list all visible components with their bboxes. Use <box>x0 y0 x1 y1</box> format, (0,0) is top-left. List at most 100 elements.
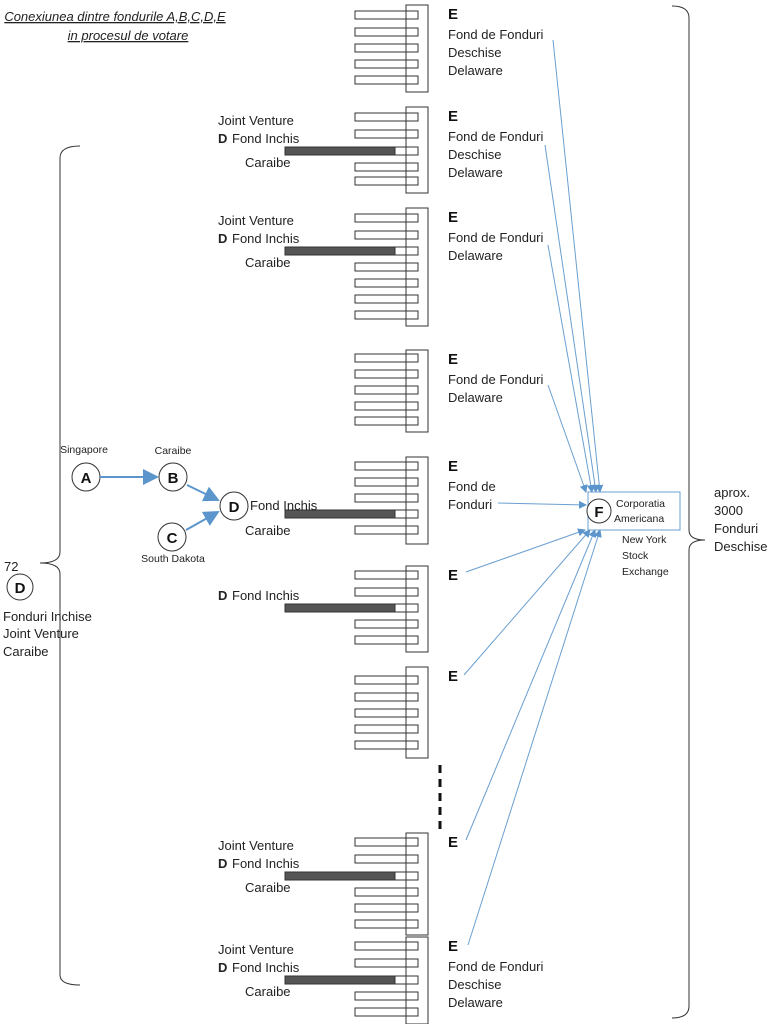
fund-e-letter: E <box>448 567 458 584</box>
joint-venture-label: Joint Venture <box>218 942 294 957</box>
fund-e-label: Delaware <box>448 63 503 78</box>
left-brace <box>39 145 81 986</box>
fund-d-label: Fond Inchis <box>232 960 300 975</box>
vote-arrow-e-to-f <box>465 529 597 841</box>
fund-bar <box>354 75 419 85</box>
fund-d-letter: D <box>218 231 227 246</box>
vote-arrow-e-to-f <box>463 529 591 676</box>
left-group-line: Joint Venture <box>3 626 79 641</box>
vote-arrow-e-to-f <box>547 244 595 493</box>
fund-bar <box>354 401 419 411</box>
right-brace <box>671 5 706 1019</box>
arrow-c-to-d <box>185 511 220 531</box>
fund-bar <box>354 740 419 750</box>
fund-e-label: Fond de <box>448 479 496 494</box>
fund-e-letter: E <box>448 458 458 475</box>
node-b-label: Caraibe <box>155 445 192 457</box>
right-group-line: 3000 <box>714 503 743 518</box>
fund-block-e: E Fond de Fonduri <box>284 456 496 545</box>
fund-bar <box>354 525 419 535</box>
node-c <box>157 522 187 552</box>
exchange-label: Stock <box>622 550 649 562</box>
joint-venture-label: Joint Venture <box>218 113 294 128</box>
fund-bar <box>354 635 419 645</box>
fund-d-location: Caraibe <box>245 255 291 270</box>
fund-e-label: Fond de Fonduri <box>448 959 544 974</box>
fund-bar <box>354 27 419 37</box>
fund-bar <box>354 991 419 1001</box>
fund-bar <box>354 10 419 20</box>
fund-bracket <box>405 349 429 433</box>
fund-bar <box>354 919 419 929</box>
fund-d-letter: D <box>218 588 227 603</box>
left-group-line: Caraibe <box>3 644 49 659</box>
fund-bar <box>354 59 419 69</box>
fund-bar <box>354 837 419 847</box>
fund-bar <box>354 162 419 172</box>
fund-bar <box>354 692 419 702</box>
fund-d-label: Fond Inchis <box>232 588 300 603</box>
fund-bar <box>354 708 419 718</box>
joint-venture-label: Joint Venture <box>218 213 294 228</box>
fund-block-e: E D Fond Inchis <box>218 565 458 653</box>
fund-bar <box>354 887 419 897</box>
fund-e-label: Delaware <box>448 390 503 405</box>
diagram-title-line1: Conexiunea dintre fondurile A,B,C,D,E <box>4 9 226 24</box>
vote-arrow-e-to-f <box>497 500 587 509</box>
node-a-letter: A <box>81 470 92 487</box>
fund-bracket <box>405 832 429 936</box>
fund-bar <box>354 724 419 734</box>
fund-e-letter: E <box>448 209 458 226</box>
fund-bar <box>354 213 419 223</box>
node-b-letter: B <box>168 470 179 487</box>
fund-bar <box>354 43 419 53</box>
node-f-label: Americana <box>614 513 664 525</box>
left-count: 72 <box>4 559 18 574</box>
fund-bar <box>354 416 419 426</box>
diagram-title-line2: in procesul de votare <box>68 28 189 43</box>
fund-d-label: Fond Inchis <box>232 856 300 871</box>
node-b <box>158 462 188 492</box>
node-c-label: South Dakota <box>141 553 205 565</box>
fund-bracket <box>405 565 429 653</box>
node-f <box>586 498 612 524</box>
fund-bracket <box>405 106 429 194</box>
vote-arrow-e-to-f <box>467 529 602 946</box>
closed-fund-bar <box>284 871 396 881</box>
fund-bar <box>354 278 419 288</box>
right-group-line: Fonduri <box>714 521 758 536</box>
fund-bracket <box>405 4 429 93</box>
fund-bar <box>354 493 419 503</box>
fund-e-label: Fond de Fonduri <box>448 230 544 245</box>
node-a-label: Singapore <box>60 444 108 456</box>
fund-bar <box>354 112 419 122</box>
right-group-line: Deschise <box>714 539 767 554</box>
fund-d-label: Fond Inchis <box>232 131 300 146</box>
node-d-label2: Caraibe <box>245 523 291 538</box>
fund-e-letter: E <box>448 668 458 685</box>
exchange-label: Exchange <box>622 566 669 578</box>
fund-e-label: Fonduri <box>448 497 492 512</box>
fund-d-location: Caraibe <box>245 984 291 999</box>
fund-e-letter: E <box>448 351 458 368</box>
fund-bar <box>354 230 419 240</box>
node-d-label: Fond Inchis <box>250 498 318 513</box>
fund-bar <box>354 176 419 186</box>
fund-e-letter: E <box>448 938 458 955</box>
vote-arrow-e-to-f <box>465 528 586 573</box>
fund-bar <box>354 619 419 629</box>
fund-e-label: Deschise <box>448 147 501 162</box>
vote-arrow-e-to-f <box>547 384 588 493</box>
arrow-b-to-d <box>186 484 220 502</box>
fund-d-location: Caraibe <box>245 880 291 895</box>
fund-bar <box>354 369 419 379</box>
fund-bar <box>354 570 419 580</box>
fund-e-label: Delaware <box>448 248 503 263</box>
fund-d-letter: D <box>218 856 227 871</box>
fund-bracket <box>405 666 429 759</box>
fund-bar <box>354 385 419 395</box>
